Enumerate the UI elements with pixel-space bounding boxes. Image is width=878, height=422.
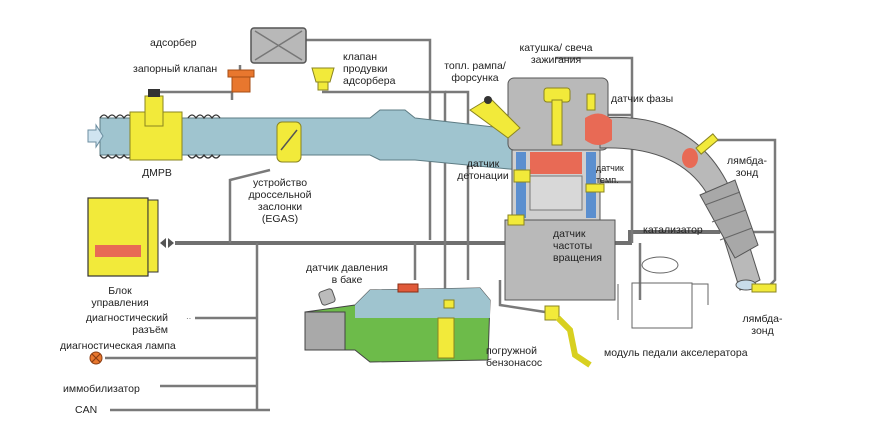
pedal-box-icon xyxy=(617,256,709,329)
diagnostic-connector-icon: ·· xyxy=(186,314,191,323)
lambda-sensor-upper-icon xyxy=(695,133,719,155)
label-adsorber: адсорбер xyxy=(150,37,197,49)
label-fuel-pump: погружной бензонасос xyxy=(486,345,543,369)
accelerator-pedal-icon xyxy=(544,305,592,368)
label-tank-pressure: датчик давления в баке xyxy=(305,262,388,286)
label-catalyst: катализатор xyxy=(643,224,703,236)
label-rpm-sensor: датчик частоты вращения xyxy=(553,228,602,264)
purge-valve-icon xyxy=(311,67,335,91)
fuel-tank xyxy=(304,283,491,363)
label-shutoff-valve: запорный клапан xyxy=(133,63,218,75)
temp-sensor-icon xyxy=(585,183,605,193)
label-fuel-rail: топл. рампа/ форсунка xyxy=(444,60,506,84)
adsorber-canister-icon xyxy=(250,27,307,64)
maf-sensor-icon xyxy=(129,89,183,161)
label-phase-sensor: датчик фазы xyxy=(611,93,674,105)
label-throttle: устройство дроссельной заслонки (EGAS) xyxy=(248,177,312,225)
lambda-sensor-lower-icon xyxy=(751,283,777,293)
label-knock-sensor: датчик детонации xyxy=(457,158,509,182)
diagnostic-lamp-icon xyxy=(89,351,103,365)
label-diag-lamp: диагностическая лампа xyxy=(60,340,176,352)
knock-sensor-icon xyxy=(513,169,531,183)
throttle-body-icon xyxy=(276,121,302,163)
tank-pressure-sensor-icon xyxy=(397,283,419,293)
label-coil-plug: катушка/ свеча зажигания xyxy=(519,42,593,66)
label-pedal-module: модуль педали акселератора xyxy=(604,347,748,359)
phase-sensor-icon xyxy=(586,93,596,111)
label-purge-valve: клапан продувки адсорбера xyxy=(343,51,396,87)
label-immobilizer: иммобилизатор xyxy=(63,383,140,395)
label-can: CAN xyxy=(75,404,98,416)
shutoff-valve-icon xyxy=(227,69,255,93)
label-lambda-lower: лямбда- зонд xyxy=(742,313,783,337)
label-ecu: Блок управления xyxy=(91,285,149,309)
label-maf: ДМРВ xyxy=(142,167,172,179)
catalyst-icon xyxy=(699,179,759,259)
airflow-arrow-icon xyxy=(87,123,104,149)
fuel-pump-icon xyxy=(437,317,455,359)
label-temp-sensor: датчик темп. xyxy=(596,163,624,185)
rpm-sensor-icon xyxy=(507,214,525,226)
label-lambda-upper: лямбда- зонд xyxy=(727,155,767,179)
label-diag-connector: диагностический разъём xyxy=(85,312,168,336)
fuel-injector-icon xyxy=(469,96,521,139)
ecu-icon xyxy=(87,197,174,277)
ignition-coil-icon xyxy=(543,87,571,146)
